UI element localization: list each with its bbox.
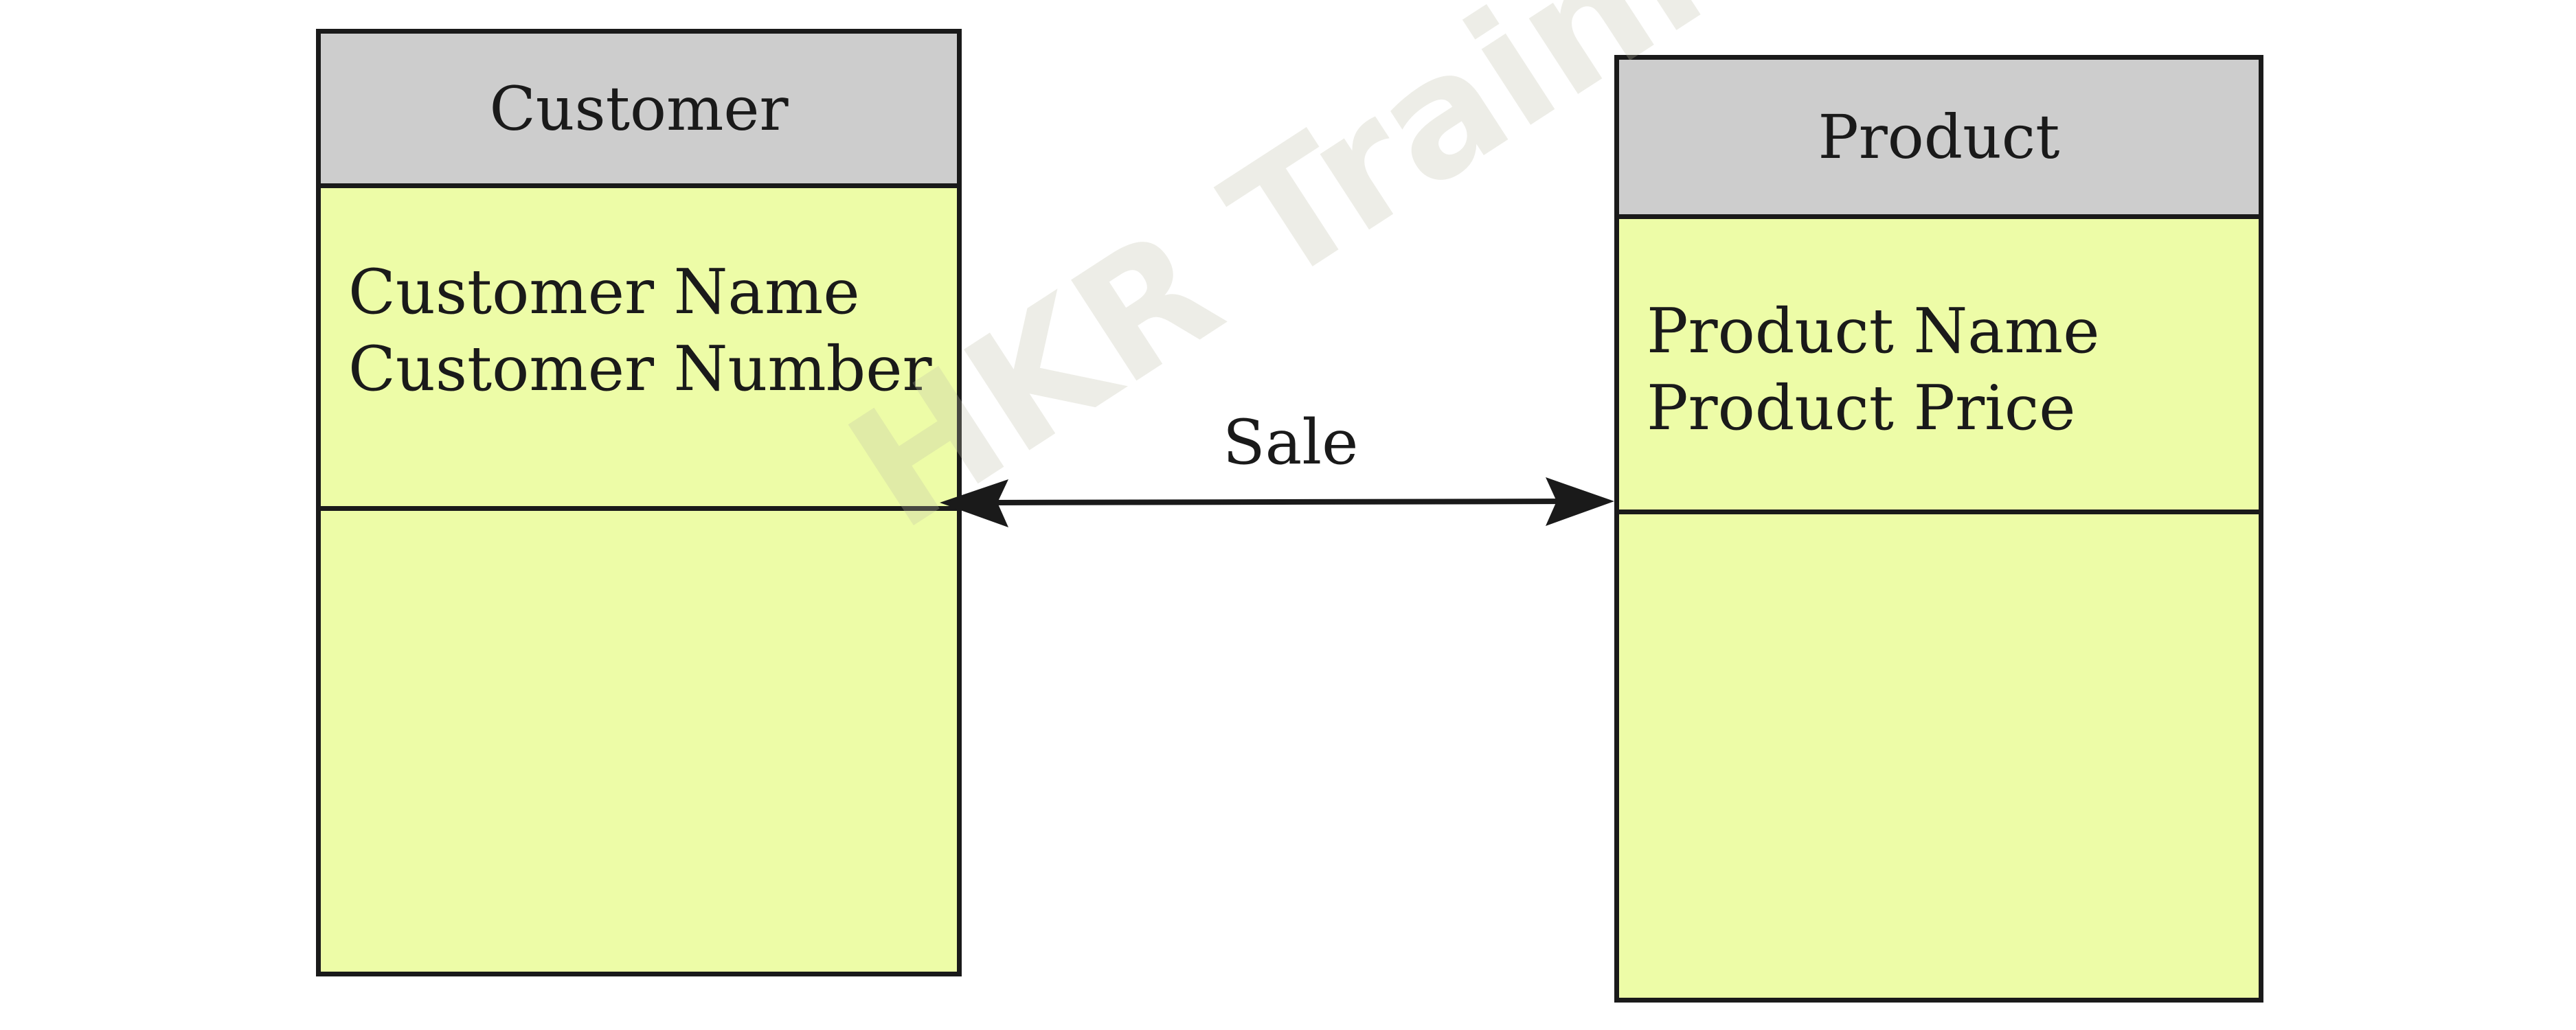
product-attribute-name: Product Name xyxy=(1647,295,2100,367)
customer-attributes: Customer Name Customer Number xyxy=(321,188,957,511)
product-attribute-price: Product Price xyxy=(1647,372,2076,444)
product-entity-title: Product xyxy=(1619,60,2259,219)
customer-entity-title: Customer xyxy=(321,34,957,188)
relationship-label: Sale xyxy=(1223,407,1359,479)
customer-attribute-name: Customer Name xyxy=(348,256,860,328)
relationship-line xyxy=(988,499,1588,505)
product-attributes: Product Name Product Price xyxy=(1619,219,2259,514)
arrowhead-left-icon xyxy=(940,479,1008,527)
arrowhead-right-icon xyxy=(1546,477,1614,526)
customer-attribute-number: Customer Number xyxy=(348,333,932,405)
product-entity: Product Product Name Product Price xyxy=(1614,55,2263,1003)
customer-entity: Customer Customer Name Customer Number xyxy=(316,29,962,976)
